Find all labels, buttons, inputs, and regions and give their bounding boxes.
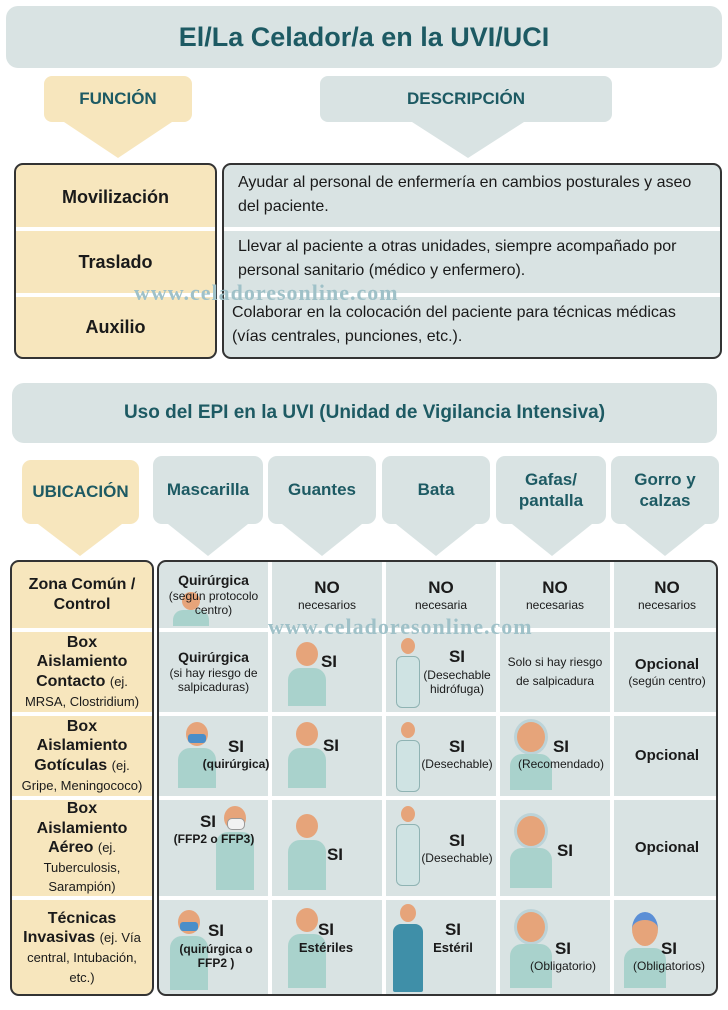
epi-cell: Opcional	[634, 747, 700, 764]
col-header-mascarilla: Mascarilla	[153, 456, 263, 524]
col-header-gorro: Gorro y calzas	[611, 456, 719, 524]
sterile-gown-icon	[391, 904, 425, 994]
guantes-arrow	[282, 524, 362, 556]
nurse-figure-icon	[171, 592, 211, 626]
function-name: Traslado	[78, 251, 153, 272]
epi-cell: SI (Desechable)	[421, 736, 493, 771]
divider	[16, 293, 215, 297]
location-column: Zona Común / Control Box Aislamiento Con…	[10, 560, 154, 996]
watermark: www.celadoresonline.com	[134, 280, 399, 305]
divider	[268, 562, 272, 994]
location-cell: Box Aislamiento Aéreo (ej. Tuberculosis,…	[36, 800, 128, 895]
epi-cell: NO necesarios	[637, 577, 697, 612]
epi-cell: SI (FFP2 o FFP3)	[173, 812, 255, 847]
nurse-figure-icon	[287, 814, 327, 894]
epi-cell: SI	[326, 844, 344, 864]
epi-cell: SI (quirúrgica o FFP2 )	[179, 921, 253, 971]
gafas-arrow	[512, 524, 592, 556]
epi-cell: SI (Obligatorios)	[632, 938, 706, 973]
mascarilla-arrow	[168, 524, 248, 556]
nurse-figure-icon	[287, 908, 327, 992]
epi-cell: SI (Desechable)	[421, 830, 493, 865]
function-name: Movilización	[61, 186, 169, 207]
epi-cell: Opcional (según centro)	[628, 655, 706, 688]
face-shield-icon	[509, 722, 553, 792]
gown-figure-icon	[393, 722, 423, 792]
gown-figure-icon	[393, 638, 423, 708]
divider	[610, 562, 614, 994]
masked-nurse-icon	[169, 910, 209, 994]
epi-cell: SI	[556, 840, 574, 860]
epi-grid: Quirúrgica (según protocolo centro) NO n…	[157, 560, 718, 996]
function-description: Colaborar en la colocación del paciente …	[232, 304, 676, 345]
descripcion-arrow	[412, 122, 524, 158]
divider	[12, 796, 152, 800]
epi-cell: SI (quirúrgica)	[202, 736, 270, 771]
epi-cell: Opcional	[634, 839, 700, 856]
epi-cell: SI (Obligatorio)	[529, 938, 597, 973]
divider	[382, 562, 386, 994]
divider	[12, 712, 152, 716]
descriptions-panel: Ayudar al personal de enfermería en camb…	[222, 163, 722, 359]
face-shield-icon	[509, 816, 553, 892]
gorro-arrow	[625, 524, 705, 556]
watermark: www.celadoresonline.com	[268, 614, 533, 639]
location-cell: Box Aislamiento Contacto (ej. MRSA, Clos…	[24, 633, 140, 709]
masked-nurse-icon	[177, 722, 217, 792]
epi-cell: SI (Desechable hidrófuga)	[423, 647, 491, 697]
descripcion-header: DESCRIPCIÓN	[320, 76, 612, 122]
divider	[224, 227, 720, 231]
epi-title-bar: Uso del EPI en la UVI (Unidad de Vigilan…	[12, 383, 717, 443]
divider	[224, 293, 720, 297]
respirator-nurse-icon	[215, 806, 255, 892]
divider	[496, 562, 500, 994]
epi-cell: NO necesarias	[525, 577, 585, 612]
location-cell: Zona Común / Control	[28, 576, 136, 613]
epi-cell: SI Estéril	[433, 920, 473, 956]
col-header-guantes: Guantes	[268, 456, 376, 524]
epi-cell: Quirúrgica (si hay riesgo de salpicadura…	[169, 649, 258, 695]
divider	[16, 227, 215, 231]
location-cell: Box Aislamiento Gotículas (ej. Gripe, Me…	[21, 717, 143, 793]
epi-cell: NO necesarios	[297, 577, 357, 612]
funcion-header: FUNCIÓN	[44, 76, 192, 122]
epi-cell: NO necesaria	[414, 577, 468, 612]
epi-cell: SI Estériles	[298, 920, 354, 956]
col-header-gafas: Gafas/ pantalla	[496, 456, 606, 524]
function-name: Auxilio	[85, 316, 146, 337]
function-description: Llevar al paciente a otras unidades, sie…	[238, 238, 677, 279]
location-cell: Técnicas Invasivas (ej. Vía central, Int…	[23, 909, 141, 985]
nurse-figure-icon	[287, 642, 327, 708]
nurse-figure-icon	[287, 722, 327, 792]
cap-figure-icon	[623, 912, 667, 992]
face-shield-icon	[509, 912, 553, 992]
bata-arrow	[396, 524, 476, 556]
divider	[12, 628, 152, 632]
divider	[159, 896, 716, 900]
epi-cell: SI (Recomendado)	[517, 736, 605, 771]
page-title-bar: El/La Celador/a en la UVI/UCI	[6, 6, 722, 68]
col-header-ubicacion: UBICACIÓN	[22, 460, 139, 524]
divider	[159, 712, 716, 716]
divider	[12, 896, 152, 900]
divider	[159, 796, 716, 800]
page-title: El/La Celador/a en la UVI/UCI	[178, 21, 550, 52]
divider	[159, 628, 716, 632]
col-header-bata: Bata	[382, 456, 490, 524]
gown-figure-icon	[393, 806, 423, 892]
ubicacion-arrow	[38, 524, 122, 556]
epi-cell: Solo si hay riesgo de salpicadura	[507, 654, 603, 688]
function-description: Ayudar al personal de enfermería en camb…	[238, 174, 692, 215]
epi-title: Uso del EPI en la UVI (Unidad de Vigilan…	[123, 402, 606, 423]
functions-panel: Movilización Traslado Auxilio	[14, 163, 217, 359]
epi-cell: SI	[320, 651, 338, 671]
funcion-arrow	[64, 122, 172, 158]
epi-cell: SI	[322, 735, 340, 755]
epi-cell: Quirúrgica (según protocolo centro)	[168, 572, 259, 618]
